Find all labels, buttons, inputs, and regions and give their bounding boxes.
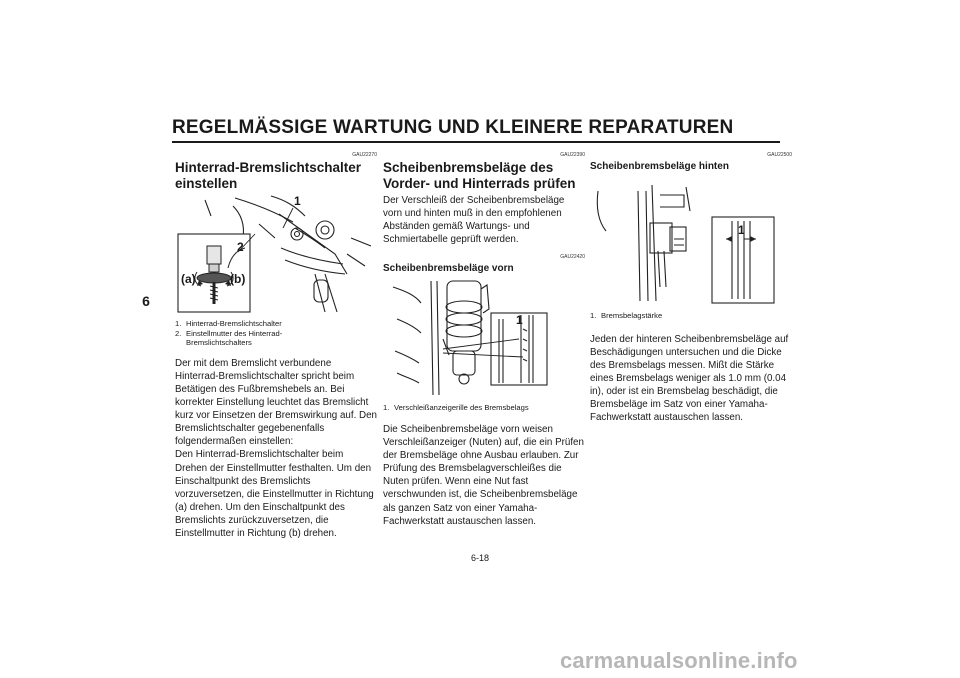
intro-paragraph: Der Verschleiß der Scheibenbremsbeläge v…	[383, 195, 565, 246]
chapter-tab: 6	[142, 293, 150, 309]
caption-item: 1. Bremsbelagstärke	[590, 311, 663, 320]
header-rule	[172, 141, 780, 143]
rear-brake-pads-illustration	[596, 184, 775, 304]
body-paragraph: Den Hinterrad-Bremslichtschalter beim Dr…	[175, 449, 374, 539]
column-brake-pads-check: GAU22390 Scheibenbremsbeläge des Vorder-…	[383, 152, 585, 528]
figure-rear-brake-pads: 1	[590, 181, 792, 305]
figure-label-b: (b)	[230, 272, 246, 286]
column-rear-brake-pads: GAU22500 Scheibenbremsbeläge hinten	[590, 152, 792, 424]
front-brake-pads-illustration	[392, 280, 548, 396]
subsection-code: GAU22420	[560, 254, 585, 261]
subsection-heading: Scheibenbremsbeläge vorn	[383, 263, 514, 275]
figure-label-1: 1	[294, 194, 301, 208]
figure-label-a: (a)	[181, 272, 196, 286]
brake-light-switch-illustration	[177, 195, 372, 313]
figure-front-brake-pads: 1	[383, 279, 585, 397]
caption-item: 1. Verschleißanzeigerille des Bremsbelag…	[383, 403, 529, 413]
figure-label-1: 1	[738, 223, 745, 237]
caption-item: 2. Einstellmutter des Hinterrad-Bremslic…	[175, 328, 283, 348]
figure-brake-light-switch: 1 2 (a) (b)	[175, 194, 377, 316]
column-rear-brake-light-switch: GAU22270 Hinterrad-Bremslichtschalter ei…	[175, 152, 377, 540]
caption-item: 1. Hinterrad-Bremslichtschalter	[175, 319, 282, 328]
body-paragraph: Die Scheibenbremsbeläge vorn weisen Vers…	[383, 423, 584, 527]
watermark: carmanualsonline.info	[560, 648, 798, 673]
section-heading: Scheibenbremsbeläge hinten	[590, 161, 729, 172]
section-code: GAU22390	[560, 152, 585, 158]
figure-label-2: 2	[237, 240, 244, 254]
body-paragraph: Der mit dem Bremslicht verbundene Hinter…	[175, 357, 378, 448]
page-number: 6-18	[470, 553, 489, 563]
page-header-title: REGELMÄSSIGE WARTUNG UND KLEINERE REPARA…	[172, 117, 734, 138]
body-paragraph: Jeden der hinteren Scheibenbremsbeläge a…	[590, 333, 789, 424]
section-heading: Scheibenbremsbeläge des Vorder- und Hint…	[383, 160, 576, 191]
section-code: GAU22270	[352, 152, 377, 158]
section-heading: Hinterrad-Bremslichtschalter einstellen	[175, 160, 362, 191]
section-code: GAU22500	[767, 152, 792, 158]
figure-label-1: 1	[516, 313, 523, 328]
